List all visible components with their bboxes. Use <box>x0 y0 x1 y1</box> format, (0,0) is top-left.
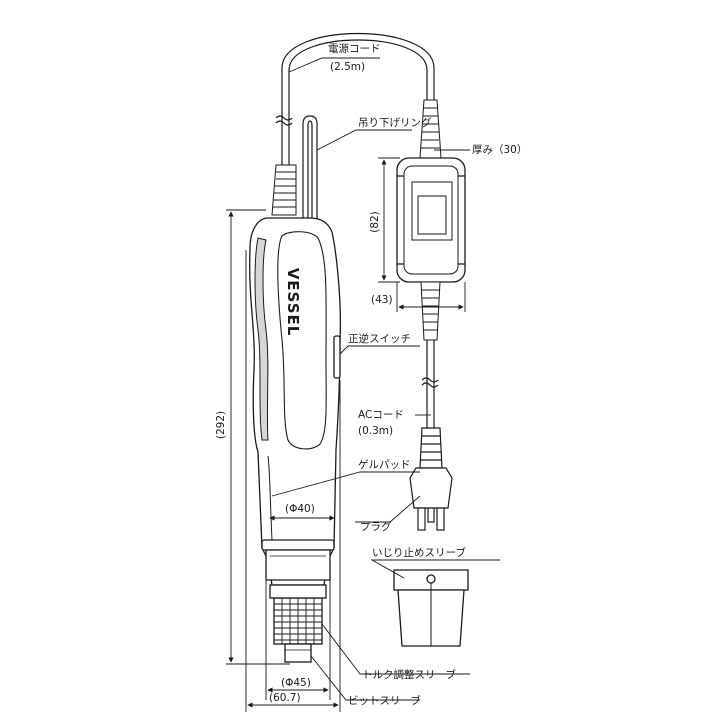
brand-logo: VESSEL <box>284 268 302 337</box>
label-bit-sleeve: ビットスリーブ <box>348 694 421 707</box>
cord-strain-relief-box-top <box>419 99 442 159</box>
label-thickness: 厚み（30） <box>472 144 527 156</box>
label-anti-tamper-sleeve: いじり止めスリーブ <box>372 546 466 559</box>
cord-strain-relief-box-bottom <box>420 281 441 341</box>
control-box <box>396 157 466 283</box>
cord-strain-relief-tool <box>271 164 297 216</box>
label-torque-sleeve: トルク調整スリーブ <box>362 668 456 681</box>
dim-box-width: (43) <box>371 294 393 306</box>
dim-total-width: (60.7) <box>269 692 301 704</box>
bit-sleeve <box>284 643 312 663</box>
label-gel-pad: ゲルパッド <box>358 459 411 471</box>
label-ac-cord: ACコード <box>358 409 404 421</box>
dim-grip-diameter: (Φ40) <box>285 503 315 515</box>
tool-body <box>249 217 342 663</box>
dim-nose-diameter: (Φ45) <box>281 677 311 689</box>
label-switch: 正逆スイッチ <box>348 332 411 345</box>
dimension-lines <box>226 157 466 712</box>
label-hanging-ring: 吊り下げリング <box>358 116 432 129</box>
anti-tamper-sleeve <box>393 569 469 647</box>
dim-height: (292) <box>215 411 227 439</box>
label-power-cord-length: (2.5m) <box>330 61 365 73</box>
label-plug: プラグ <box>360 520 392 533</box>
leader-lines <box>271 57 500 701</box>
plug <box>409 427 453 531</box>
callout-labels: 電源コード (2.5m) 吊り下げリング 厚み（30） 正逆スイッチ ACコード… <box>215 42 527 707</box>
label-power-cord: 電源コード <box>328 42 381 55</box>
ac-cord <box>421 340 439 428</box>
power-cord <box>275 32 435 165</box>
dim-box-height: (82) <box>369 211 381 233</box>
hanging-ring <box>302 115 318 232</box>
label-ac-cord-length: (0.3m) <box>358 425 393 437</box>
